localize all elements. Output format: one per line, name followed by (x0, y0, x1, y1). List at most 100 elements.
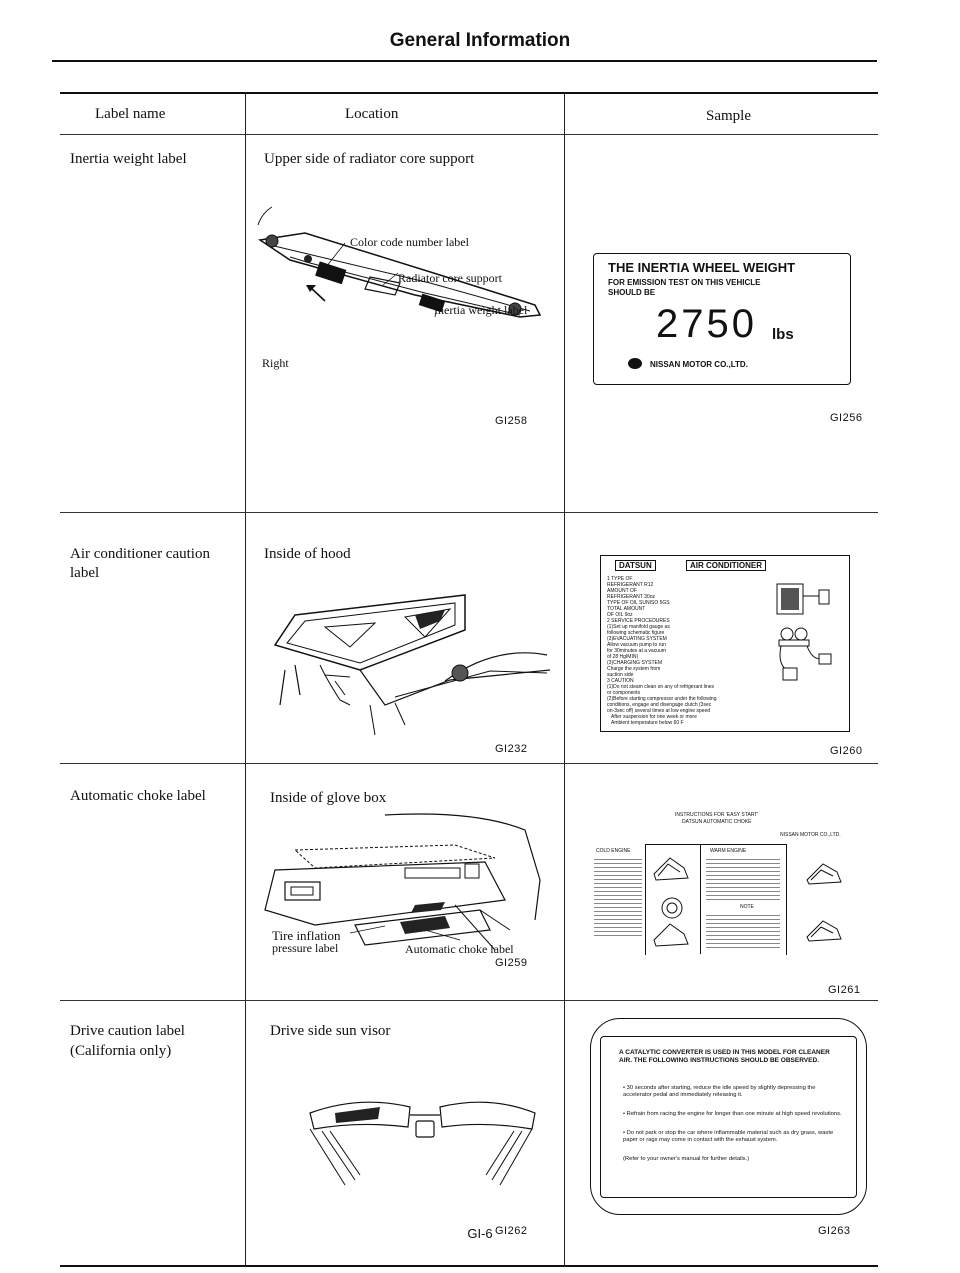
ac-sample-line-21: (2)Before starting compressor under the … (607, 696, 717, 702)
row3-callout-pressure-label: pressure label (272, 941, 339, 955)
row3-label-name: Automatic choke label (70, 788, 206, 804)
ac-sample-line-1: 1 TYPE OF (607, 576, 633, 582)
row4-label-name: Drive caution label (70, 1023, 185, 1039)
ac-sample-line-15: (3)CHARGING SYSTEM (607, 660, 663, 666)
drive-caution-heading: A CATALYTIC CONVERTER IS USED IN THIS MO… (619, 1049, 830, 1064)
choke-note-text-block (706, 912, 780, 948)
inertia-sample-weight: 2750 (656, 302, 757, 346)
row4-label-name-qualifier: (California only) (70, 1043, 172, 1059)
ac-sample-line-19: (1)Do not steam clean on any of refriger… (607, 684, 714, 690)
inertia-weight-label-sample: THE INERTIA WHEEL WEIGHT FOR EMISSION TE… (593, 253, 851, 385)
drive-caution-item-2: • Refrain from racing the engine for lon… (623, 1111, 842, 1117)
nissan-logo-icon (628, 358, 642, 369)
ac-sample-line-9: (1)Set up manifold gauge as (607, 624, 670, 630)
manifold-gauge-schematic-icon (776, 583, 832, 681)
ac-sample-brand: DATSUN (615, 560, 656, 571)
inertia-sample-maker: NISSAN MOTOR CO.,LTD. (650, 360, 748, 369)
inertia-sample-line2: SHOULD BE (608, 288, 656, 297)
ac-sample-line-4: REFRIGERANT 30oz (607, 594, 655, 600)
choke-sample-warm: WARM ENGINE (710, 848, 747, 854)
row2-location: Inside of hood (264, 546, 351, 562)
ac-sample-line-24: After suspension for one week or more (611, 714, 697, 720)
ac-sample-line-17: suction side (607, 672, 634, 678)
ac-sample-line-14: of 28 HgIMIN) (607, 654, 639, 660)
accelerator-pedal-icon (653, 857, 689, 947)
ac-sample-line-5: TYPE OF OIL SUNISO 5GS (607, 600, 670, 606)
choke-warm-text-block (706, 856, 780, 900)
ac-sample-line-2: REFRIGERANT R12 (607, 582, 654, 588)
automatic-choke-label-sample: INSTRUCTIONS FOR 'EASY START' DATSUN AUT… (590, 810, 855, 955)
hood-figure (273, 594, 551, 736)
ac-sample-line-25: Ambient temperature below 60 F (611, 720, 684, 726)
ac-sample-line-16: Charge the system from (607, 666, 661, 672)
page-title: General Information (389, 30, 571, 51)
row1-callout-right: Right (262, 356, 289, 370)
row3-figure-code: GI259 (495, 957, 528, 969)
choke-sample-subheading: DATSUN AUTOMATIC CHOKE (682, 819, 752, 825)
row-separator-1 (60, 512, 878, 513)
ac-sample-line-8: 2 SERVICE PROCEDURES (607, 618, 670, 624)
drive-caution-item-1: • 30 seconds after starting, reduce the … (623, 1085, 816, 1098)
row1-callout-radiator-support: Radiator core support (398, 271, 502, 285)
ac-sample-line-10: following schematic figure (607, 630, 665, 636)
drive-caution-item-4: (Refer to your owner's manual for furthe… (623, 1156, 750, 1162)
header-rule (52, 60, 877, 62)
column-header-sample: Sample (706, 108, 751, 124)
column-divider-1 (245, 93, 246, 1265)
choke-sample-heading: INSTRUCTIONS FOR 'EASY START' (675, 812, 759, 818)
row1-label-name: Inertia weight label (70, 151, 187, 167)
row1-callout-inertia-weight: Inertia weight label (434, 303, 528, 317)
column-header-rule (60, 134, 878, 135)
row3-location: Inside of glove box (270, 790, 387, 806)
row-separator-2 (60, 763, 878, 764)
table-top-rule (60, 92, 878, 94)
column-header-location: Location (345, 106, 399, 122)
row4-location: Drive side sun visor (270, 1023, 391, 1039)
pedal-foot-icon-2 (806, 920, 842, 942)
ac-sample-line-18: 3 CAUTION (607, 678, 634, 684)
ac-sample-line-13: for 30minutes at a vacuum (607, 648, 666, 654)
row1-callout-color-code: Color code number label (350, 235, 469, 249)
ac-sample-line-20: or components (607, 690, 641, 696)
ac-sample-line-22: conditions, engage and disengage clutch … (607, 702, 712, 708)
ac-sample-line-23: on-3sec off) several times at low engine… (607, 708, 711, 714)
choke-sample-maker: NISSAN MOTOR CO.,LTD. (780, 832, 841, 838)
choke-cold-text-block (594, 856, 642, 936)
row2-label-name: Air conditioner caution label (70, 546, 210, 581)
ac-sample-title: AIR CONDITIONER (686, 560, 766, 571)
choke-sample-note: NOTE (740, 904, 754, 910)
row4-sample-code: GI263 (818, 1225, 851, 1237)
row4-figure-code: GI262 (495, 1225, 528, 1237)
ac-sample-line-12: Allow vacuum pump to run (607, 642, 666, 648)
drive-caution-label-outer-frame (590, 1018, 867, 1215)
ac-sample-line-6: TOTAL AMOUNT (607, 606, 646, 612)
choke-sample-divider (700, 844, 701, 954)
inertia-sample-line1: FOR EMISSION TEST ON THIS VEHICLE (608, 278, 761, 287)
sun-visor-figure (309, 1101, 536, 1186)
row3-callout-tire-inflation: Tire inflation (272, 928, 341, 943)
choke-sample-frame (645, 844, 787, 955)
choke-sample-cold: COLD ENGINE (596, 848, 631, 854)
drive-caution-item-3: • Do not park or stop the car where infl… (623, 1130, 834, 1143)
row2-sample-code: GI260 (830, 745, 863, 757)
row2-figure-code: GI232 (495, 743, 528, 755)
inertia-sample-unit: lbs (772, 326, 794, 343)
pedal-foot-icon-1 (806, 863, 842, 885)
row-separator-3 (60, 1000, 878, 1001)
row1-sample-code: GI256 (830, 412, 863, 424)
column-divider-2 (564, 93, 565, 1265)
air-conditioner-label-sample: DATSUN AIR CONDITIONER 1 TYPE OF REFRIGE… (600, 555, 850, 732)
row1-location: Upper side of radiator core support (264, 151, 475, 167)
inertia-sample-heading: THE INERTIA WHEEL WEIGHT (608, 260, 796, 275)
drive-caution-label-sample: A CATALYTIC CONVERTER IS USED IN THIS MO… (600, 1036, 857, 1198)
row1-figure-code: GI258 (495, 415, 528, 427)
table-bottom-rule (60, 1265, 878, 1267)
radiator-core-support-figure (257, 206, 542, 318)
glove-box-figure (264, 813, 541, 951)
ac-sample-line-11: (3)EVACUATING SYSTEM (607, 636, 667, 642)
ac-sample-line-7: OF OIL 9oz (607, 612, 633, 618)
row3-sample-code: GI261 (828, 984, 861, 996)
column-header-label-name: Label name (95, 106, 166, 122)
row3-callout-automatic-choke: Automatic choke label (405, 942, 514, 956)
ac-sample-line-3: AMOUNT OF (607, 588, 637, 594)
